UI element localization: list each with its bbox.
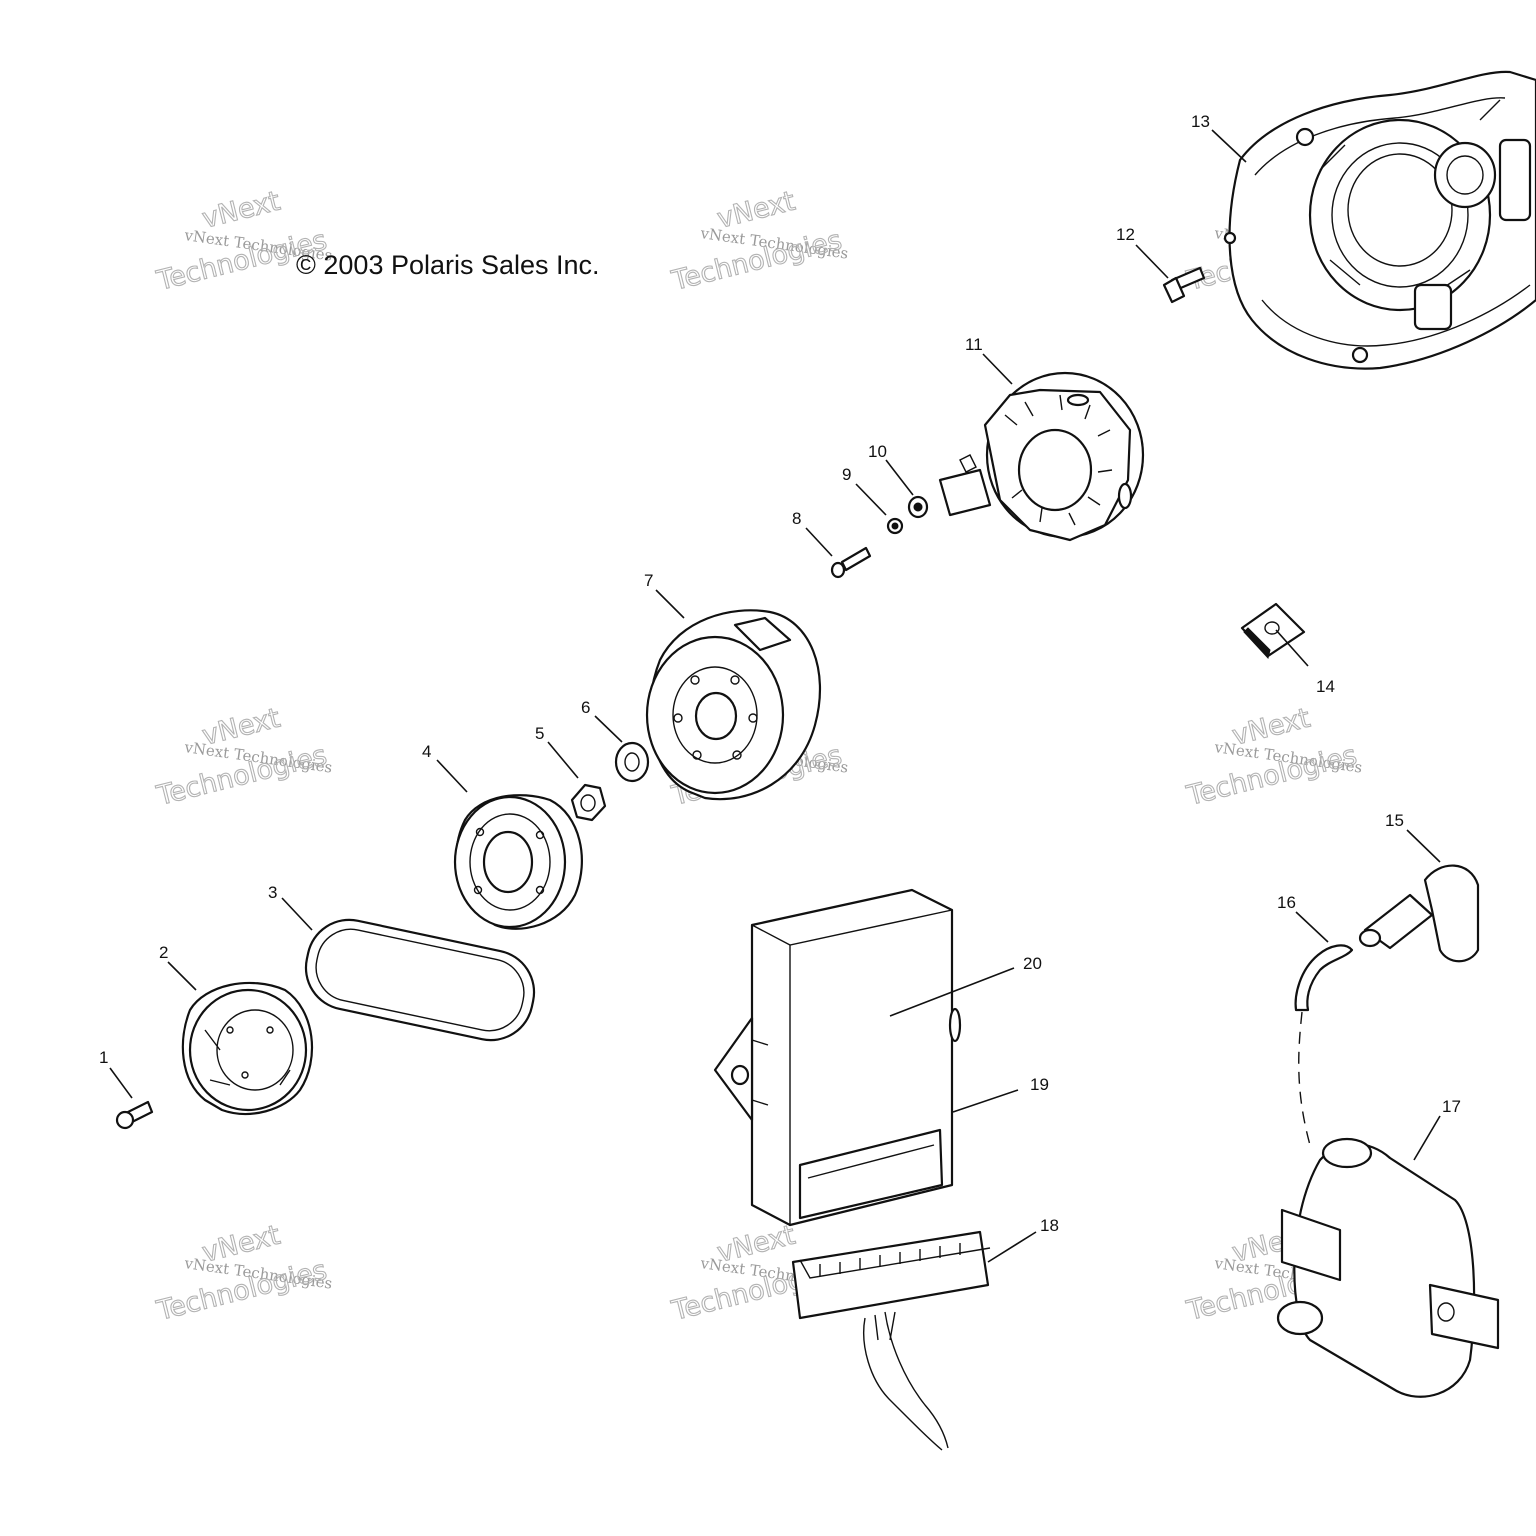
part-bolt (1162, 266, 1206, 304)
callout-4: 4 (422, 742, 431, 761)
callout-13: 13 (1191, 112, 1210, 131)
part-starter-pulley (181, 981, 314, 1115)
callout-17: 17 (1442, 1097, 1461, 1116)
callout-labels: 1 2 3 4 5 6 7 8 9 10 11 12 13 14 15 16 1… (99, 112, 1461, 1235)
part-magneto-housing (1223, 70, 1536, 370)
callout-8: 8 (792, 509, 801, 528)
part-washer (614, 741, 650, 783)
callout-15: 15 (1385, 811, 1404, 830)
part-stator (938, 371, 1145, 542)
part-lock-washer (886, 517, 904, 535)
callout-5: 5 (535, 724, 544, 743)
callout-9: 9 (842, 465, 851, 484)
callout-6: 6 (581, 698, 590, 717)
part-gear-pulley (453, 794, 583, 930)
callout-11: 11 (965, 335, 983, 354)
callout-12: 12 (1116, 225, 1135, 244)
part-spark-plug-cap (1358, 864, 1480, 963)
copyright-text: © 2003 Polaris Sales Inc. (296, 250, 600, 280)
part-screw-bolt (115, 1100, 154, 1130)
callout-14: 14 (1316, 677, 1335, 696)
part-high-tension-lead (1294, 944, 1354, 1146)
watermark-mid-left: vNext vNext Technologies Technologies (153, 702, 334, 813)
part-clip-nut (1240, 602, 1306, 660)
watermark-bottom-left: vNext vNext Technologies Technologies (153, 1219, 334, 1328)
leader-lines (109, 129, 1441, 1263)
part-screw (830, 546, 872, 579)
part-flat-washer (907, 495, 929, 519)
part-flywheel (645, 609, 822, 801)
part-hex-nut (570, 783, 607, 822)
callout-20: 20 (1023, 954, 1042, 973)
part-connector (791, 1230, 991, 1451)
callout-19: 19 (1030, 1075, 1049, 1094)
watermark-mid-right: vNext vNext Technologies Technologies (1183, 702, 1364, 813)
callout-16: 16 (1277, 893, 1296, 912)
svg-text:vNext: vNext (199, 186, 283, 235)
part-ignition-coil (1276, 1137, 1500, 1398)
watermark-top-center: vNext vNext Technologies Technologies (668, 185, 850, 298)
callout-18: 18 (1040, 1216, 1059, 1235)
callout-7: 7 (644, 571, 653, 590)
callout-10: 10 (868, 442, 887, 461)
part-cdi-module (713, 888, 962, 1227)
callout-3: 3 (268, 883, 277, 902)
callout-1: 1 (99, 1048, 108, 1067)
part-drive-belt (304, 918, 536, 1042)
callout-2: 2 (159, 943, 168, 962)
watermark-top-left: vNext vNext Technologies Technologies (153, 185, 334, 298)
